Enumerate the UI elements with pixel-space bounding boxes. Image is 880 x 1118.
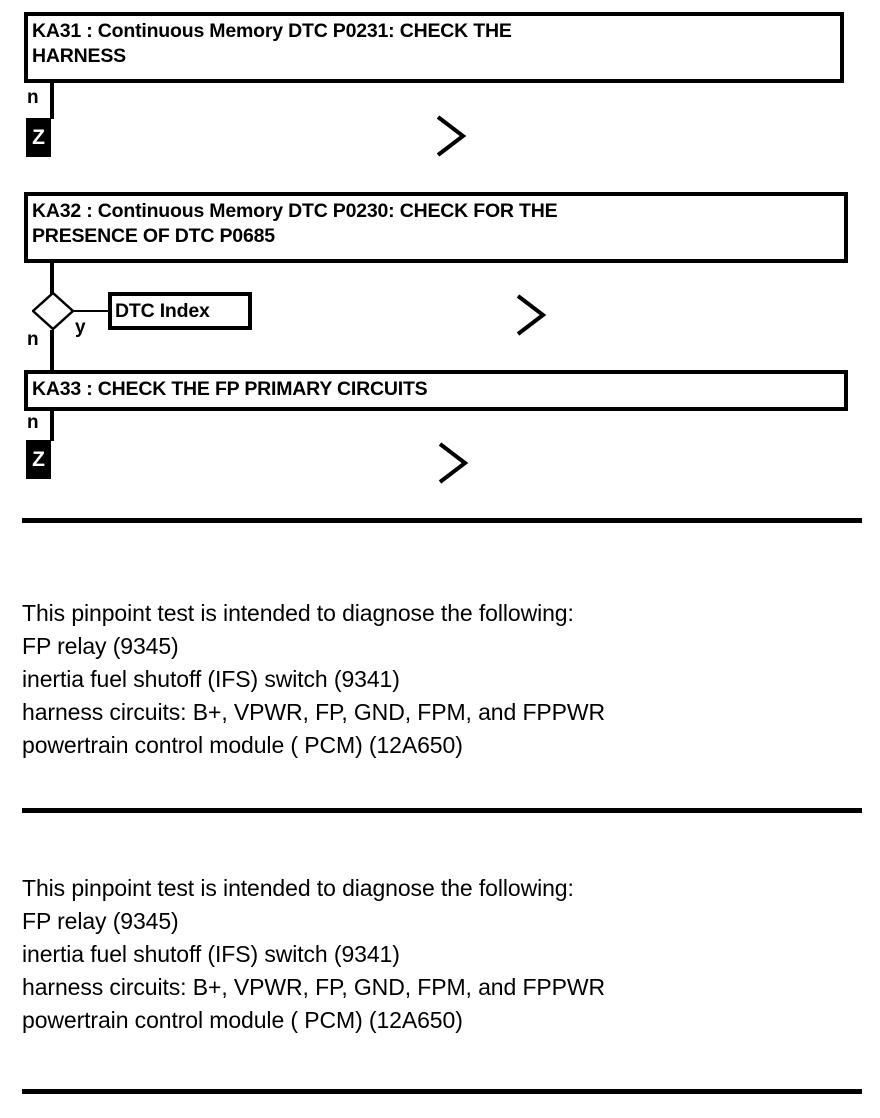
terminator-z-glyph: Z <box>32 448 45 471</box>
terminator-z-box-ka33[interactable]: Z <box>26 440 51 479</box>
terminator-z-box-ka31[interactable]: Z <box>26 118 51 157</box>
flowchart-step-ka33-label: KA33 : CHECK THE FP PRIMARY CIRCUITS <box>32 378 428 400</box>
branch-label-yes-ka32: y <box>75 317 86 338</box>
section-divider-2 <box>22 808 862 813</box>
branch-label-no-ka31: n <box>27 87 39 108</box>
continuation-chevron-icon-3 <box>435 440 471 486</box>
section-divider-3 <box>22 1089 862 1094</box>
decision-diamond-icon <box>31 291 75 331</box>
connector-ka32-to-decision <box>50 263 54 294</box>
pinpoint-test-description-1: This pinpoint test is intended to diagno… <box>22 600 606 758</box>
pinpoint-test-description-2: This pinpoint test is intended to diagno… <box>22 875 606 1033</box>
terminator-z-glyph: Z <box>32 126 45 149</box>
continuation-chevron-icon-1 <box>433 113 469 159</box>
flowchart-step-ka33[interactable]: KA33 : CHECK THE FP PRIMARY CIRCUITS <box>24 370 848 411</box>
continuation-chevron-icon-2 <box>513 292 549 338</box>
reference-box-dtc-index-label: DTC Index <box>115 300 210 322</box>
connector-ka33-to-terminator <box>50 411 54 441</box>
branch-label-no-ka33: n <box>27 412 39 433</box>
flowchart-step-ka31-label: KA31 : Continuous Memory DTC P0231: CHEC… <box>32 20 512 67</box>
section-divider-1 <box>22 518 862 523</box>
connector-ka31-to-terminator <box>50 83 54 119</box>
branch-label-no-ka32: n <box>27 329 39 350</box>
connector-decision-to-dtc-index <box>74 310 110 312</box>
flowchart-step-ka32-label: KA32 : Continuous Memory DTC P0230: CHEC… <box>32 200 558 247</box>
reference-box-dtc-index[interactable]: DTC Index <box>108 292 252 330</box>
flowchart-step-ka31[interactable]: KA31 : Continuous Memory DTC P0231: CHEC… <box>24 12 844 83</box>
flowchart-step-ka32[interactable]: KA32 : Continuous Memory DTC P0230: CHEC… <box>24 192 848 263</box>
connector-decision-to-ka33 <box>50 330 54 371</box>
